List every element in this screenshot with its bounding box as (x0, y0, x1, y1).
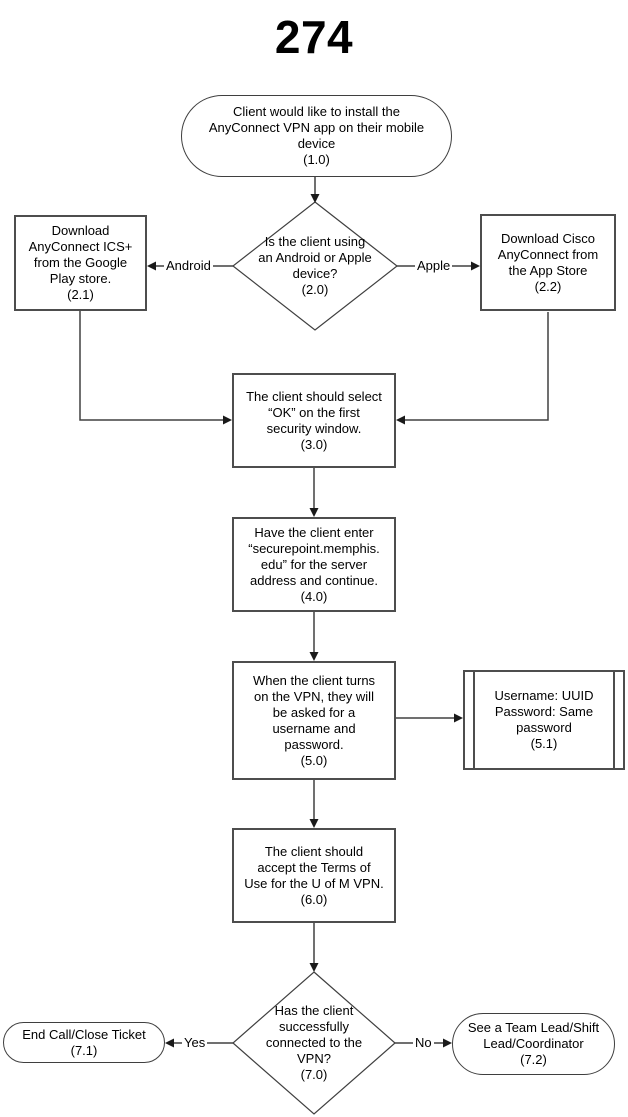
edge-label-android-text: Android (166, 258, 211, 273)
device-decision-text: Is the client using an Android or Apple … (258, 234, 372, 297)
edge-label-apple: Apple (415, 258, 453, 274)
arrowhead-terms-top (309, 819, 319, 828)
edge-label-android: Android (164, 258, 213, 274)
credentials-note-node: Username: UUID Password: Same password (… (463, 670, 625, 770)
connected-decision-diamond (232, 971, 396, 1115)
page-title: 274 (274, 11, 354, 63)
start-node-text: Client would like to install the AnyConn… (208, 104, 425, 167)
start-node: Client would like to install the AnyConn… (181, 95, 452, 177)
arrowhead-apple-box (471, 261, 480, 271)
terms-text: The client should accept the Terms of Us… (244, 843, 384, 907)
edge-label-no: No (413, 1035, 434, 1051)
credentials-node: When the client turns on the VPN, they w… (232, 661, 396, 780)
arrowhead-end-call (165, 1038, 174, 1048)
arrowhead-escalate (443, 1038, 452, 1048)
connector-android-to-security-ok (79, 311, 223, 421)
end-call-text: End Call/Close Ticket (7.1) (22, 1026, 146, 1058)
apple-download-text: Download Cisco AnyConnect from the App S… (497, 230, 599, 294)
android-download-text: Download AnyConnect ICS+ from the Google… (28, 223, 133, 302)
terms-node: The client should accept the Terms of Us… (232, 828, 396, 923)
escalate-text: See a Team Lead/Shift Lead/Coordinator (… (467, 1020, 600, 1067)
server-address-text: Have the client enter “securepoint.memph… (248, 524, 380, 604)
end-call-node: End Call/Close Ticket (7.1) (3, 1022, 165, 1063)
connected-decision-text: Has the client successfully connected to… (265, 1003, 363, 1082)
arrowhead-server-address-top (309, 508, 319, 517)
apple-download-node: Download Cisco AnyConnect from the App S… (480, 214, 616, 311)
device-decision-diamond (232, 201, 398, 331)
credentials-text: When the client turns on the VPN, they w… (252, 672, 376, 768)
connected-decision-node: Has the client successfully connected to… (235, 1003, 393, 1083)
edge-label-apple-text: Apple (417, 258, 451, 273)
arrowhead-device-decision-top (310, 194, 320, 203)
credentials-note-text: Username: UUID Password: Same password (… (494, 688, 594, 751)
arrowhead-android-box (147, 261, 156, 271)
predefined-process-bar-right (613, 672, 615, 768)
server-address-node: Have the client enter “securepoint.memph… (232, 517, 396, 612)
arrowhead-credentials-top (309, 652, 319, 661)
arrowhead-security-ok-right (396, 415, 405, 425)
arrowhead-credentials-note (454, 713, 463, 723)
edge-label-yes: Yes (182, 1035, 208, 1051)
arrowhead-security-ok-left (223, 415, 232, 425)
edge-label-yes-text: Yes (184, 1035, 206, 1050)
android-download-node: Download AnyConnect ICS+ from the Google… (14, 215, 147, 311)
predefined-process-bar-left (473, 672, 475, 768)
escalate-node: See a Team Lead/Shift Lead/Coordinator (… (452, 1013, 615, 1075)
security-ok-text: The client should select “OK” on the fir… (246, 388, 382, 452)
arrowhead-connected-decision-top (309, 963, 319, 972)
security-ok-node: The client should select “OK” on the fir… (232, 373, 396, 468)
device-decision-node: Is the client using an Android or Apple … (235, 218, 395, 314)
connector-apple-to-security-ok (405, 312, 549, 421)
edge-label-no-text: No (415, 1035, 432, 1050)
